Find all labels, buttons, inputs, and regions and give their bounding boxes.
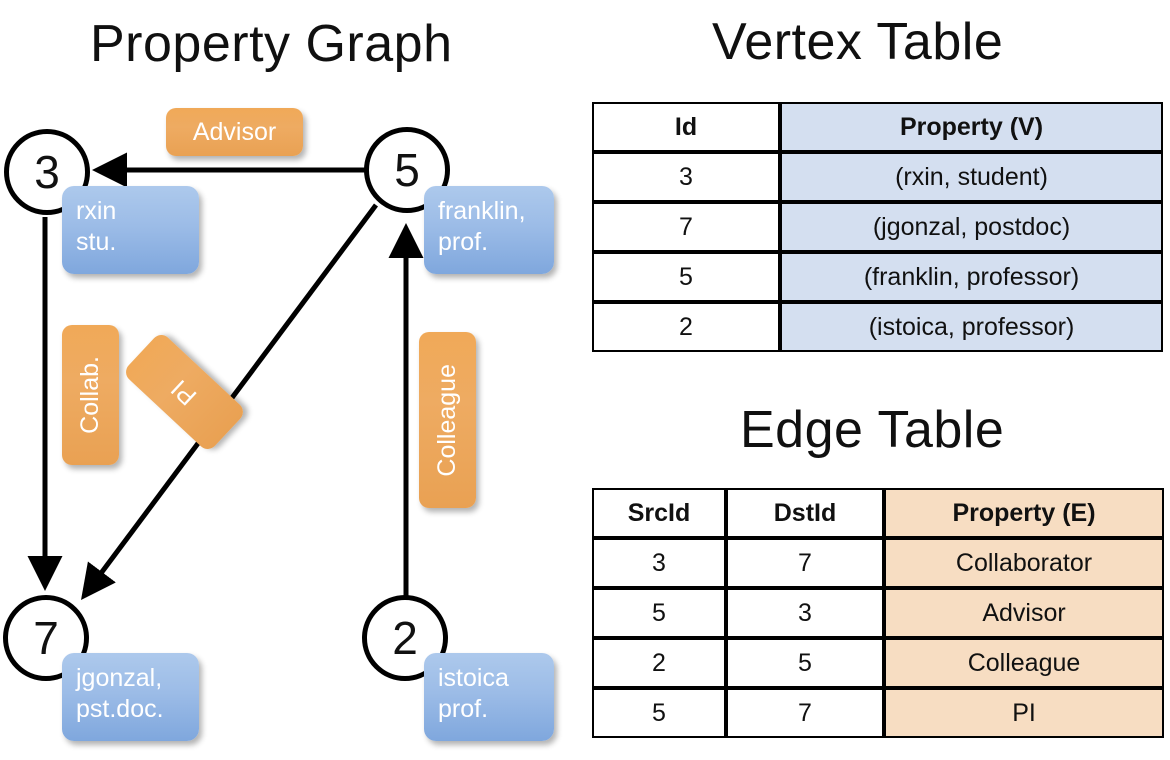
graph-node-3-label: 3 [34,146,60,198]
vertex-property-box-7: jgonzal, pst.doc. [62,653,199,741]
graph-node-5-label: 5 [394,144,420,196]
table-header-row: Id Property (V) [592,102,1163,152]
edge-row-2-src: 2 [592,638,726,688]
edge-row-1-src: 5 [592,588,726,638]
vertex-property-box-2-line2: prof. [438,695,489,724]
edge-label-collab-text: Collab. [76,356,104,434]
edge-table-title: Edge Table [740,401,1005,459]
vertex-property-box-2-line1: istoica [438,664,509,692]
vertex-table: Id Property (V) 3 (rxin, student) 7 (jgo… [592,102,1163,352]
edge-table: SrcId DstId Property (E) 3 7 Collaborato… [592,488,1164,738]
vertex-table-title: Vertex Table [712,13,1004,71]
table-row: 5 (franklin, professor) [592,252,1163,302]
table-row: 3 7 Collaborator [592,538,1164,588]
edge-row-1-property: Advisor [884,588,1164,638]
vertex-property-box-3-line2: stu. [76,228,117,257]
property-graph-title: Property Graph [90,15,453,73]
table-header-row: SrcId DstId Property (E) [592,488,1164,538]
vertex-row-0-property: (rxin, student) [780,152,1163,202]
edge-row-3-dst: 7 [726,688,884,738]
edge-label-pi-text: PI [165,374,203,411]
table-row: 3 (rxin, student) [592,152,1163,202]
edge-row-2-dst: 5 [726,638,884,688]
vertex-row-3-id: 2 [592,302,780,352]
vertex-row-1-property: (jgonzal, postdoc) [780,202,1163,252]
vertex-row-2-property: (franklin, professor) [780,252,1163,302]
graph-node-2[interactable]: 2 [362,595,448,681]
graph-node-5[interactable]: 5 [364,127,450,213]
vertex-property-box-3: rxin stu. [62,186,199,274]
vertex-row-3-property: (istoica, professor) [780,302,1163,352]
table-row: 5 3 Advisor [592,588,1164,638]
edge-label-advisor: Advisor [166,108,303,156]
edge-row-2-property: Colleague [884,638,1164,688]
edge-row-3-src: 5 [592,688,726,738]
edge-table-header-dstid: DstId [726,488,884,538]
vertex-row-2-id: 5 [592,252,780,302]
table-row: 2 (istoica, professor) [592,302,1163,352]
table-row: 2 5 Colleague [592,638,1164,688]
edge-row-0-property: Collaborator [884,538,1164,588]
vertex-property-box-5: franklin, prof. [424,186,554,274]
edge-table-header-property: Property (E) [884,488,1164,538]
edge-row-3-property: PI [884,688,1164,738]
table-row: 7 (jgonzal, postdoc) [592,202,1163,252]
edge-label-advisor-text: Advisor [192,117,277,146]
vertex-property-box-7-line2: pst.doc. [76,695,164,724]
vertex-property-box-7-line1: jgonzal, [76,664,163,692]
vertex-property-box-2: istoica prof. [424,653,554,741]
edge-row-1-dst: 3 [726,588,884,638]
vertex-table-header-id: Id [592,102,780,152]
table-row: 5 7 PI [592,688,1164,738]
edge-label-colleague-text: Colleague [433,363,461,477]
vertex-property-box-5-line1: franklin, [438,197,526,225]
vertex-table-header-property: Property (V) [780,102,1163,152]
vertex-row-0-id: 3 [592,152,780,202]
edge-row-0-src: 3 [592,538,726,588]
vertex-row-1-id: 7 [592,202,780,252]
vertex-property-box-3-line1: rxin [76,197,117,225]
edge-table-header-srcid: SrcId [592,488,726,538]
graph-node-2-label: 2 [392,612,418,664]
edge-label-collab: Collab. [62,325,119,465]
graph-node-7-label: 7 [33,612,59,664]
edge-label-colleague: Colleague [419,332,476,508]
edge-row-0-dst: 7 [726,538,884,588]
vertex-property-box-5-line2: prof. [438,228,489,257]
